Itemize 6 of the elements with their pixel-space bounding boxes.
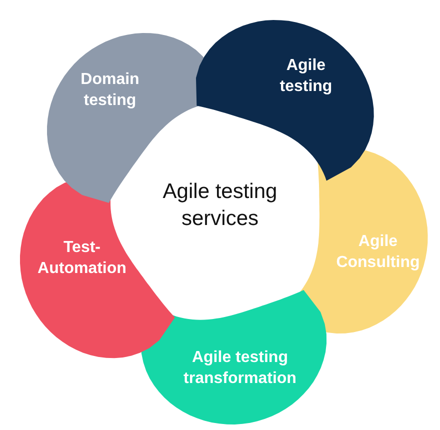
diagram-title: Agile testing services: [162, 179, 278, 232]
segment-label: Agile Consulting: [335, 232, 421, 273]
segment-label: Agile testing transformation: [182, 348, 298, 389]
segment-label: Test-Automation: [36, 238, 128, 279]
segment-label: Domain testing: [80, 70, 140, 111]
segment-label: Agile testing: [278, 56, 334, 97]
